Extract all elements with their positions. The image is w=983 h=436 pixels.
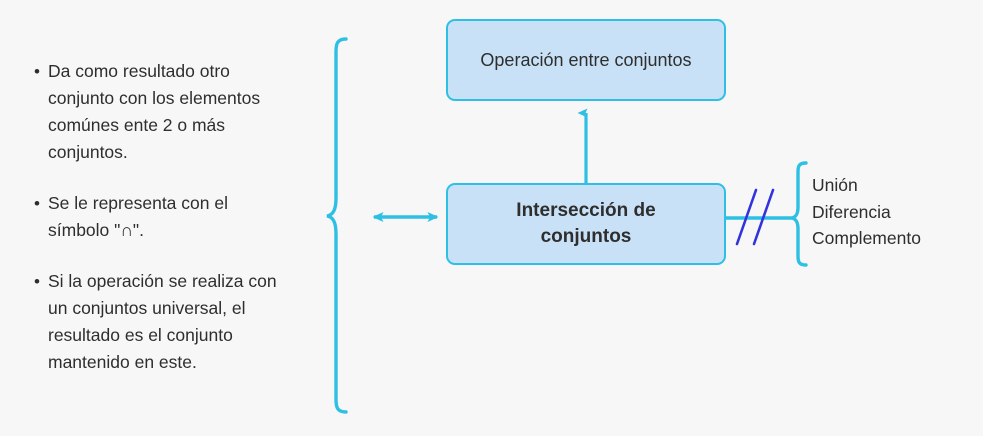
node-interseccion-label: Intersección de conjuntos: [516, 200, 656, 247]
bullet-text: Si la operación se realiza con un conjun…: [48, 271, 277, 372]
node-operacion-label: Operación entre conjuntos: [480, 49, 692, 70]
bullet-text: Da como resultado otro conjunto con los …: [48, 61, 261, 162]
list-item: • Se le representa con el símbolo "∩".: [34, 190, 324, 244]
bullet-text: Se le representa con el símbolo "∩".: [48, 193, 228, 240]
double-slash-break-icon: [735, 188, 775, 246]
node-operacion-entre-conjuntos[interactable]: Operación entre conjuntos: [446, 19, 726, 101]
bullet-marker-icon: •: [34, 194, 40, 213]
list-item: • Da como resultado otro conjunto con lo…: [34, 58, 324, 166]
related-operation-complemento: Complemento: [812, 228, 921, 248]
related-operation-union: Unión: [812, 175, 858, 195]
node-interseccion-de-conjuntos[interactable]: Intersección de conjuntos: [446, 183, 726, 265]
related-operations-list: Unión Diferencia Complemento: [812, 172, 921, 252]
right-curly-brace: [791, 161, 808, 267]
list-item: • Si la operación se realiza con un conj…: [34, 268, 324, 376]
related-operation-diferencia: Diferencia: [812, 201, 891, 222]
bullet-marker-icon: •: [34, 62, 40, 81]
left-curly-brace: [326, 37, 348, 414]
bullet-list: • Da como resultado otro conjunto con lo…: [34, 58, 324, 400]
bullet-marker-icon: •: [34, 272, 40, 291]
